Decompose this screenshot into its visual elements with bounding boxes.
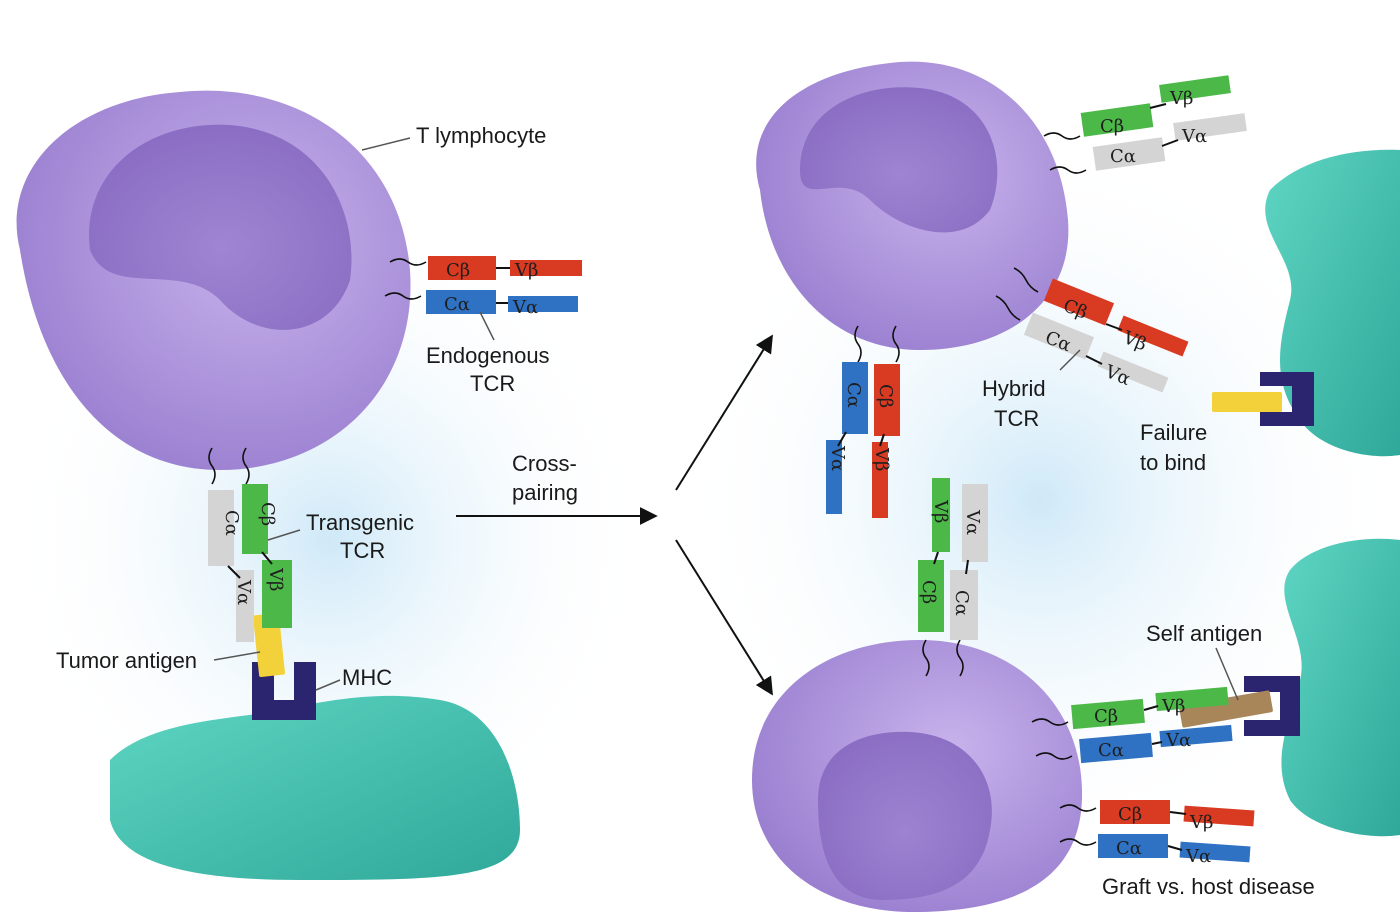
t-lymphocyte-cell-top-right — [756, 61, 1069, 350]
v-alpha-label: Vα — [512, 297, 538, 318]
c-beta-label-tr: Cβ — [1100, 116, 1124, 137]
transgenic-tcr-top-right: Cβ Vβ Cα Vα — [1043, 75, 1247, 174]
v-beta-label-transgenic: Vβ — [265, 567, 286, 591]
failure-label-1: Failure — [1140, 420, 1207, 445]
endogenous-tcr-bottom-right: Cβ Vβ Cα Vα — [1059, 800, 1255, 867]
transgenic-tcr-left: Cα Cβ Vα Vβ — [208, 447, 292, 642]
endogenous-leader-line — [479, 311, 495, 341]
v-alpha-label-self: Vα — [1165, 730, 1191, 751]
c-beta-label: Cβ — [446, 260, 470, 281]
mhc-top-right — [1260, 372, 1314, 426]
v-alpha-domain — [508, 296, 578, 312]
target-cell-bottom-right — [1281, 538, 1400, 837]
c-beta-label-self: Cβ — [1094, 706, 1118, 727]
c-alpha-label: Cα — [444, 294, 470, 315]
self-antigen-leader-line — [1215, 647, 1239, 701]
c-beta-label-transgenic: Cβ — [257, 502, 278, 526]
c-alpha-label-self: Cα — [1098, 740, 1124, 761]
c-alpha-label-bottom-vertical: Cα — [951, 590, 972, 616]
tumor-antigen-left — [253, 613, 285, 677]
hybrid-tcr-top-right: Cβ Vβ Cα Vα — [995, 267, 1189, 393]
t-lymphocyte-cell-bottom-right — [752, 640, 1083, 913]
c-alpha-domain — [426, 290, 496, 314]
hybrid-tcr-vertical: Cα Cβ Vα Vβ — [826, 325, 900, 518]
tumor-antigen-label: Tumor antigen — [56, 648, 197, 673]
tumor-antigen-leader-line — [213, 651, 261, 661]
c-alpha-label-tr: Cα — [1110, 146, 1136, 167]
gvhd-label: Graft vs. host disease — [1102, 874, 1315, 899]
v-alpha-label-vertical: Vα — [827, 445, 848, 471]
cross-paired-tcr-self: Cβ Vβ Cα Vα — [1031, 686, 1233, 764]
hybrid-label-2: TCR — [994, 406, 1039, 431]
arrow-to-gvhd — [675, 539, 773, 696]
v-alpha-label-tr: Vα — [1181, 126, 1207, 147]
v-beta-label-tr: Vβ — [1169, 88, 1193, 109]
transgenic-tcr-bottom-vertical: Cβ Vβ Cα Vα — [918, 478, 988, 677]
target-cell-left — [110, 695, 520, 880]
v-beta-label-endogenous-br: Vβ — [1189, 812, 1213, 833]
hybrid-label-1: Hybrid — [982, 376, 1046, 401]
transgenic-leader-line — [267, 529, 301, 541]
v-beta-label-self: Vβ — [1161, 696, 1185, 717]
tumor-antigen-top-right — [1212, 392, 1282, 412]
endogenous-label-2: TCR — [470, 371, 515, 396]
v-alpha-label-bottom-vertical: Vα — [962, 509, 983, 535]
arrow-to-hybrid — [675, 334, 773, 491]
c-alpha-label-transgenic: Cα — [221, 510, 242, 536]
v-alpha-label-transgenic: Vα — [233, 579, 254, 605]
mhc-label: MHC — [342, 665, 392, 690]
c-alpha-label-endogenous-br: Cα — [1116, 838, 1142, 859]
self-antigen-label: Self antigen — [1146, 621, 1262, 646]
t-lymphocyte-leader-line — [361, 137, 411, 151]
transgenic-label-2: TCR — [340, 538, 385, 563]
hybrid-leader-line — [1059, 349, 1081, 371]
c-alpha-label-vertical: Cα — [843, 382, 864, 408]
cross-pairing-label-2: pairing — [512, 480, 578, 505]
t-lymphocyte-label: T lymphocyte — [416, 123, 546, 148]
v-beta-domain — [510, 260, 582, 276]
v-beta-label-vertical: Vβ — [871, 447, 892, 471]
v-alpha-label-endogenous-br: Vα — [1185, 846, 1211, 867]
c-beta-domain — [428, 256, 496, 280]
c-beta-label-endogenous-br: Cβ — [1118, 804, 1142, 825]
failure-label-2: to bind — [1140, 450, 1206, 475]
mhc-leader-line — [315, 679, 341, 691]
t-lymphocyte-cell-left — [16, 90, 411, 471]
mhc-left — [252, 662, 316, 720]
c-beta-label-bottom-vertical: Cβ — [918, 580, 939, 604]
v-beta-label-bottom-vertical: Vβ — [930, 499, 951, 523]
mhc-bottom-right — [1244, 676, 1300, 736]
v-beta-label: Vβ — [514, 260, 538, 281]
endogenous-tcr-left: Cβ Vβ Cα Vα — [384, 256, 582, 318]
c-beta-label-vertical: Cβ — [875, 384, 896, 408]
transgenic-label-1: Transgenic — [306, 510, 414, 535]
cross-pairing-label-1: Cross- — [512, 451, 577, 476]
self-antigen — [1179, 690, 1273, 728]
endogenous-label-1: Endogenous — [426, 343, 550, 368]
